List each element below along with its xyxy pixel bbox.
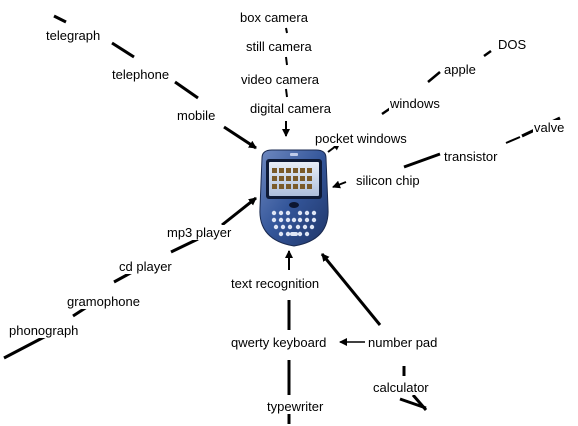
arrow-chip-phone: [332, 180, 347, 189]
label-gramophone: gramophone: [66, 294, 141, 309]
dash-dos-apple: [483, 49, 492, 58]
dash-apple-windows: [427, 71, 441, 83]
dash-telegraph-telephone: [111, 41, 135, 59]
label-phonograph: phonograph: [8, 323, 80, 338]
label-mobile: mobile: [176, 108, 217, 123]
arrow-mp3-phone: [221, 196, 257, 227]
label-telephone: telephone: [111, 67, 171, 82]
dash-box-still: [285, 27, 288, 34]
dash-telephone-mobile: [174, 80, 199, 100]
label-still-camera: still camera: [245, 39, 313, 54]
label-cd-player: cd player: [118, 259, 173, 274]
dash-valve-transistor: [505, 136, 521, 144]
label-mp3-player: mp3 player: [166, 225, 233, 240]
label-pocket-windows: pocket windows: [314, 131, 408, 146]
dash-transistor-chip: [403, 152, 441, 169]
dash-cd-mp3: [170, 237, 199, 254]
dash-telegraph: [53, 14, 67, 24]
label-box-camera: box camera: [239, 10, 309, 25]
blackberry-phone-image: [259, 149, 329, 247]
label-text-recognition: text recognition: [230, 276, 321, 291]
arrow-mobile-phone: [223, 125, 257, 150]
dash-video-digital: [285, 88, 288, 98]
label-telegraph: telegraph: [45, 28, 102, 43]
label-valve: valve: [533, 120, 566, 135]
label-silicon-chip: silicon chip: [355, 173, 421, 188]
dash-phonograph: [3, 333, 49, 360]
label-dos: DOS: [497, 37, 528, 52]
arrow-number-phone: [320, 253, 382, 326]
label-qwerty-keyboard: qwerty keyboard: [230, 335, 328, 350]
line-calc-tail: [411, 394, 428, 411]
label-digital-camera: digital camera: [249, 101, 332, 116]
label-typewriter: typewriter: [266, 399, 325, 414]
label-windows: windows: [389, 96, 441, 111]
label-transistor: transistor: [443, 149, 499, 164]
label-video-camera: video camera: [240, 72, 321, 87]
label-apple: apple: [443, 62, 477, 77]
dash-still-video: [285, 56, 288, 66]
label-calculator: calculator: [372, 380, 430, 395]
label-number-pad: number pad: [367, 335, 439, 350]
